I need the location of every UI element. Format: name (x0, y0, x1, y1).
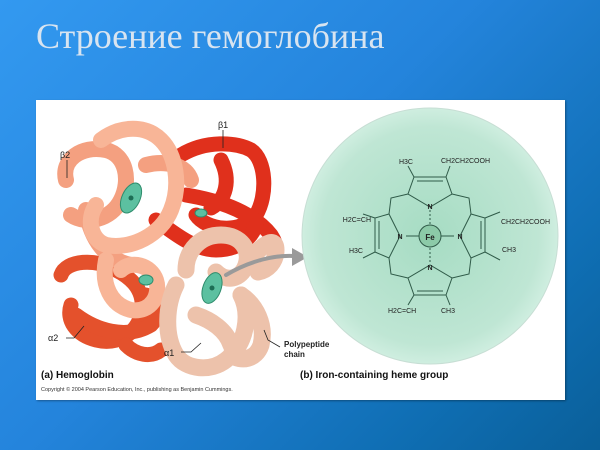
substituent-bottom-right: CH3 (441, 308, 455, 315)
nitrogen-top: N (427, 204, 432, 211)
figure-panel: Fe N N N N H3C CH2CH2COOH CH2CH2COOH CH3… (36, 100, 565, 400)
slide-title: Строение гемоглобина (36, 16, 385, 56)
substituent-left-top: H2C=CH (343, 217, 371, 224)
nitrogen-right: N (457, 234, 462, 241)
heme-porphyrin-ring (362, 165, 501, 306)
label-polypeptide: Polypeptide (284, 340, 330, 349)
copyright-notice: Copyright © 2004 Pearson Education, Inc.… (41, 387, 233, 393)
substituent-top-left: H3C (399, 159, 413, 166)
label-alpha2: α2 (48, 333, 58, 343)
nitrogen-bottom: N (427, 265, 432, 272)
caption-heme-group: (b) Iron-containing heme group (300, 370, 449, 381)
caption-hemoglobin: (a) Hemoglobin (41, 370, 114, 381)
substituent-right-bottom: CH3 (502, 247, 516, 254)
label-leader-lines (66, 130, 281, 353)
substituent-bottom-left: H2C=CH (388, 308, 416, 315)
substituent-right-top: CH2CH2COOH (501, 219, 550, 226)
iron-label: Fe (425, 233, 435, 242)
nitrogen-left: N (397, 234, 402, 241)
iron-atom (418, 224, 442, 248)
label-beta2: β2 (60, 150, 70, 160)
heme-substituents: H3C CH2CH2COOH CH2CH2COOH CH3 H2C=CH H3C… (343, 158, 550, 315)
substituent-top-right: CH2CH2COOH (441, 158, 490, 165)
chain-labels: β1 β2 α2 α1 (48, 120, 228, 358)
hemoglobin-figure: Fe N N N N H3C CH2CH2COOH CH2CH2COOH CH3… (48, 107, 559, 377)
label-beta1: β1 (218, 120, 228, 130)
label-chain: chain (284, 350, 305, 359)
hemoglobin-structure-illustration (53, 120, 308, 377)
substituent-left-bottom: H3C (349, 248, 363, 255)
label-alpha1: α1 (164, 348, 174, 358)
